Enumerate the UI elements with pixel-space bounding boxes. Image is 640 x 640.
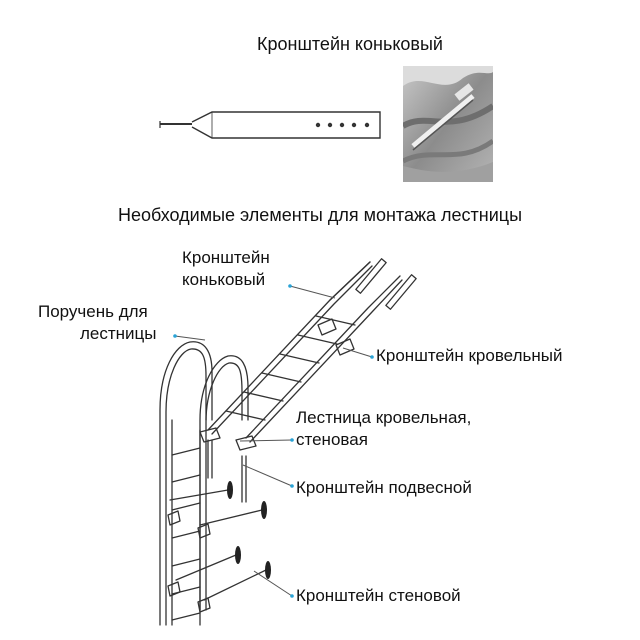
handrail-label-line2: лестницы bbox=[80, 324, 157, 343]
ridge-bracket-photo bbox=[403, 66, 493, 182]
roof-bracket-label: Кронштейн кровельный bbox=[376, 346, 563, 365]
ladder-label-line2: стеновая bbox=[296, 430, 368, 449]
roof-photo-graphic bbox=[403, 66, 493, 182]
hanging-bracket-label: Кронштейн подвесной bbox=[296, 478, 472, 497]
bracket-title: Кронштейн коньковый bbox=[257, 34, 443, 54]
assembly-title: Необходимые элементы для монтажа лестниц… bbox=[117, 205, 523, 225]
ridge-bracket-label-line2: коньковый bbox=[182, 270, 266, 289]
handrail-label-line1: Поручень для bbox=[38, 302, 148, 321]
ladder-label-line1: Лестница кровельная, bbox=[296, 408, 472, 427]
ridge-bracket-label-line1: Кронштейн bbox=[182, 248, 270, 267]
wall-bracket-label: Кронштейн стеновой bbox=[296, 586, 461, 605]
ridge-bracket-drawing bbox=[159, 111, 381, 139]
